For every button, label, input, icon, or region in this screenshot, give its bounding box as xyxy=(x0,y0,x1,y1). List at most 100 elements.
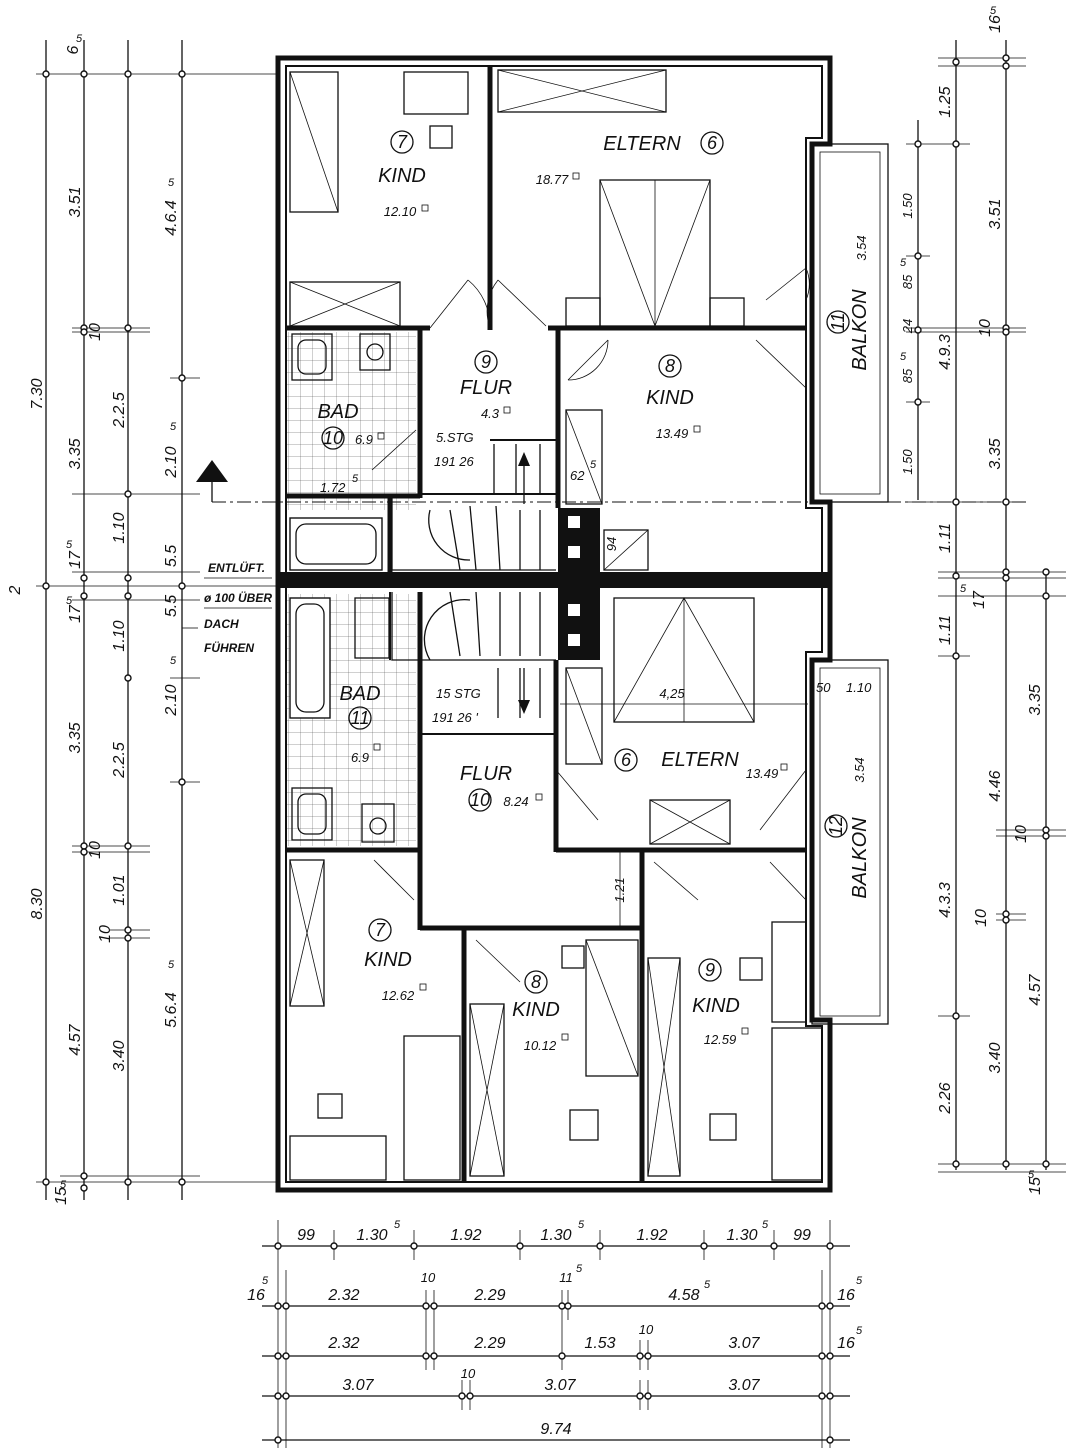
room-area: 13.49 xyxy=(746,766,779,781)
room-flur-10: FLUR 10 8.24 xyxy=(460,763,543,812)
dim-b-10c: 10 xyxy=(461,1366,476,1381)
dim-121: 1.21 xyxy=(612,877,627,902)
dim-2105b: 2.10 xyxy=(163,684,180,716)
room-kind-8-bottom: 8 KIND 10.12 xyxy=(512,970,569,1053)
room-name: KIND xyxy=(692,995,740,1017)
room-name: KIND xyxy=(512,999,560,1021)
dim-55b: 5.5 xyxy=(163,595,180,617)
dim-225b: 2.2.5 xyxy=(111,742,128,779)
dim-101: 1.01 xyxy=(111,874,128,905)
dim-125: 1.25 xyxy=(937,86,954,117)
dim-sup: 5 xyxy=(856,1275,863,1287)
room-number: 7 xyxy=(397,132,408,152)
bathtub-top xyxy=(289,517,383,571)
dim-17b: 17 xyxy=(67,604,84,623)
dim-right-top: 16 xyxy=(987,15,1004,33)
dim-b-115: 11 xyxy=(559,1270,573,1285)
dim-10a: 10 xyxy=(87,323,104,341)
room-number: 11 xyxy=(351,708,370,728)
dim-b-165b: 16 xyxy=(837,1287,855,1304)
dim-b-total: 9.74 xyxy=(540,1421,571,1438)
dim-sup: 5 xyxy=(900,257,907,269)
dim-sup: 5 xyxy=(170,655,177,667)
room-balkon-11: BALKON 11 3.54 xyxy=(826,235,871,371)
dim-340: 3.40 xyxy=(111,1040,128,1071)
stair-upper-spec: 191 26 xyxy=(434,454,475,469)
room-area: 3.54 xyxy=(854,235,869,260)
dim-493: 4.9.3 xyxy=(937,334,954,370)
dim-110: 1.10 xyxy=(846,680,872,695)
left-dimension-chains: 6 5 3.51 10 3.35 17 5 17 5 3.35 10 4.57 … xyxy=(7,33,278,1205)
dim-150b: 1.50 xyxy=(900,449,915,475)
dim-730: 7.30 xyxy=(29,378,46,409)
room-area: 6.9 xyxy=(351,750,369,765)
dim-b-307a: 3.07 xyxy=(728,1335,760,1352)
dim-111a: 1.11 xyxy=(937,523,954,553)
dim-17a: 17 xyxy=(67,550,84,569)
dim-830: 8.30 xyxy=(29,888,46,919)
dim-b-153: 1.53 xyxy=(584,1335,615,1352)
room-number: 6 xyxy=(621,750,632,770)
dim-425: 4,25 xyxy=(659,686,685,701)
dim-sup: 5 xyxy=(1028,1169,1035,1181)
dim-b-307c: 3.07 xyxy=(544,1377,576,1394)
dim-855b: 85 xyxy=(900,368,915,383)
room-name: FLUR xyxy=(460,763,512,785)
dim-b-99a: 99 xyxy=(297,1227,315,1244)
section-arrow xyxy=(196,460,228,482)
dim-433: 4.3.3 xyxy=(937,882,954,918)
dim-r-10a: 10 xyxy=(977,319,994,337)
room-name: BAD xyxy=(339,683,380,705)
dim-b-10a: 10 xyxy=(421,1270,436,1285)
room-name: BALKON xyxy=(849,817,871,899)
room-name: KIND xyxy=(364,949,412,971)
dim-2: 2 xyxy=(7,585,24,595)
room-number: 6 xyxy=(707,133,718,153)
dim-10c: 10 xyxy=(97,925,114,943)
dim-sup: 5 xyxy=(352,473,359,485)
dim-b-192a: 1.92 xyxy=(450,1227,481,1244)
dim-sup: 5 xyxy=(168,959,175,971)
dim-b-10b: 10 xyxy=(639,1322,654,1337)
dim-sup: 5 xyxy=(990,5,997,17)
dim-r-17: 17 xyxy=(971,590,988,609)
dim-sup: 5 xyxy=(66,539,73,551)
room-name: ELTERN xyxy=(603,133,681,155)
party-wall xyxy=(278,572,830,588)
dim-50: 50 xyxy=(816,680,831,695)
dim-sup: 5 xyxy=(168,177,175,189)
dim-855a: 85 xyxy=(900,274,915,289)
dim-24: 24 xyxy=(900,319,915,334)
dim-sup: 5 xyxy=(76,33,83,45)
room-name: BAD xyxy=(317,401,358,423)
room-number: 10 xyxy=(323,428,343,448)
dim-r-457: 4.57 xyxy=(1027,973,1044,1005)
dim-2105a: 2.10 xyxy=(163,446,180,478)
room-number: 7 xyxy=(375,920,386,940)
furniture xyxy=(289,69,823,1181)
dim-r-335: 3.35 xyxy=(987,438,1004,469)
room-flur-9: 9 FLUR 4.3 xyxy=(460,350,512,421)
dim-left-top: 6 xyxy=(65,45,82,54)
dim-r-10b: 10 xyxy=(973,909,990,927)
dim-sup: 5 xyxy=(262,1275,269,1287)
dim-b-165a: 16 xyxy=(247,1287,265,1304)
dim-b-307b: 3.07 xyxy=(342,1377,374,1394)
bathtub-bottom xyxy=(289,597,331,719)
dim-172: 1.72 xyxy=(320,480,346,495)
dim-b-165c: 16 xyxy=(837,1335,855,1352)
dim-sup: 5 xyxy=(590,459,597,471)
bottom-dimension-chains: 99 1.30 5 1.92 1.30 5 1.92 1.30 5 99 16 … xyxy=(247,1219,863,1448)
dim-b-1305b: 1.30 xyxy=(540,1227,571,1244)
dim-r-351: 3.51 xyxy=(987,198,1004,229)
room-kind-9-bottom: 9 KIND 12.59 xyxy=(692,958,749,1047)
room-number: 8 xyxy=(531,972,541,992)
dim-b-1305c: 1.30 xyxy=(726,1227,757,1244)
dim-sup: 5 xyxy=(170,421,177,433)
chimney-bottom xyxy=(558,588,600,660)
stair-lower-label: 15 STG xyxy=(436,686,481,701)
stair-upper-label: 5.STG xyxy=(436,430,474,445)
dim-94: 94 xyxy=(604,537,619,551)
room-number: 12 xyxy=(826,816,846,836)
